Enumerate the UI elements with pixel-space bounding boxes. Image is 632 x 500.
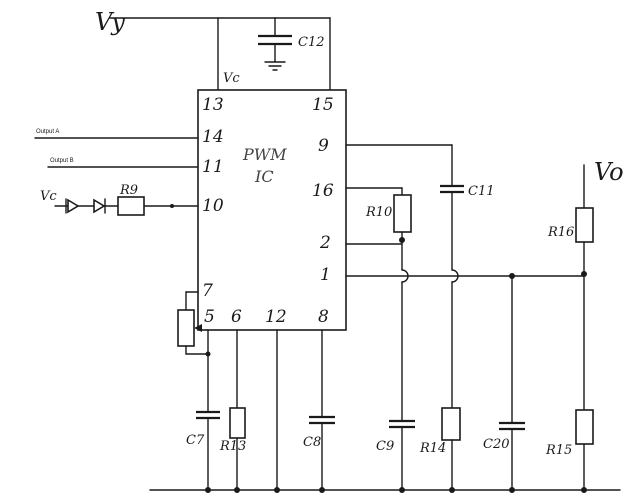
ground-rail (149, 487, 621, 493)
resistor-r10 (393, 194, 412, 233)
vy-supply-rail: Vy Vc (95, 8, 331, 91)
pin-6-label: 6 (231, 307, 242, 327)
resistor-r15 (575, 409, 594, 445)
branch-c8: C8 (303, 329, 335, 491)
output-a-line: Output A (34, 129, 199, 139)
pin-1-label: 1 (320, 265, 331, 285)
resistor-r9 (117, 196, 145, 216)
pwm-ic: PWM IC 13 14 11 10 7 15 9 16 2 1 5 6 12 … (197, 89, 347, 331)
potentiometer (177, 309, 195, 347)
pin-5-label: 5 (204, 307, 215, 327)
pin-11-label: 11 (202, 157, 224, 177)
capacitor-c12: C12 (258, 17, 325, 71)
branch-c7: C7 (186, 329, 220, 491)
ic-name-line2: IC (254, 167, 274, 186)
pin-16-label: 16 (312, 181, 334, 201)
junction-dot (319, 487, 325, 493)
c8-label: C8 (303, 435, 321, 450)
r14-label: R14 (419, 441, 446, 456)
pin-8-label: 8 (318, 307, 329, 327)
diode-icon (93, 198, 106, 214)
resistor-r16 (575, 207, 594, 243)
c20-label: C20 (483, 437, 510, 452)
r13-label: R13 (219, 439, 246, 454)
wiper-arrow-icon (194, 324, 202, 332)
pin-2-label: 2 (319, 233, 331, 253)
junction-dot (399, 487, 405, 493)
pin-12-label: 12 (265, 307, 287, 327)
c11-label: C11 (468, 184, 495, 199)
junction-dot (234, 487, 240, 493)
potentiometer-pin7 (177, 291, 209, 355)
ic-body (197, 89, 347, 331)
ic-name-line1: PWM (242, 145, 287, 164)
pin-14-label: 14 (202, 127, 224, 147)
pin-13-label: 13 (202, 95, 224, 115)
junction-dot (274, 487, 280, 493)
branch-r13: R13 (219, 329, 246, 491)
pin-9-label: 9 (318, 136, 329, 156)
vc-label: Vc (223, 71, 240, 86)
resistor-r14 (441, 407, 461, 441)
junction-dot (509, 487, 515, 493)
resistor-r13 (229, 407, 246, 439)
output-b-label: Output B (50, 158, 74, 164)
branch-c20: C20 (483, 275, 525, 491)
diode-icon (67, 198, 80, 214)
r16-label: R16 (547, 225, 574, 240)
c7-label: C7 (186, 433, 205, 448)
feedback-line-pin1 (345, 271, 587, 279)
vy-label: Vy (95, 8, 125, 36)
junction-dot (170, 204, 174, 208)
vc-input-label: Vc (40, 189, 57, 204)
junction-dot (581, 487, 587, 493)
pin-15-label: 15 (312, 95, 334, 115)
r9-label: R9 (119, 183, 138, 198)
branch-c11: C11 R14 (345, 144, 495, 491)
junction-dot (449, 487, 455, 493)
r15-label: R15 (545, 443, 572, 458)
c9-label: C9 (376, 439, 394, 454)
c12-label: C12 (298, 35, 325, 50)
junction-dot (205, 487, 211, 493)
output-a-label: Output A (36, 129, 59, 135)
output-divider: Vo R16 R15 (545, 158, 624, 491)
r10-label: R10 (365, 205, 392, 220)
junction-dot (205, 351, 211, 357)
output-b-line: Output B (47, 158, 199, 168)
pin-10-label: 10 (202, 196, 224, 216)
branch-r10: R10 C9 (345, 187, 415, 491)
pin10-input-network: Vc R9 (40, 183, 199, 216)
vo-label: Vo (594, 158, 624, 186)
pin-7-label: 7 (202, 281, 213, 301)
